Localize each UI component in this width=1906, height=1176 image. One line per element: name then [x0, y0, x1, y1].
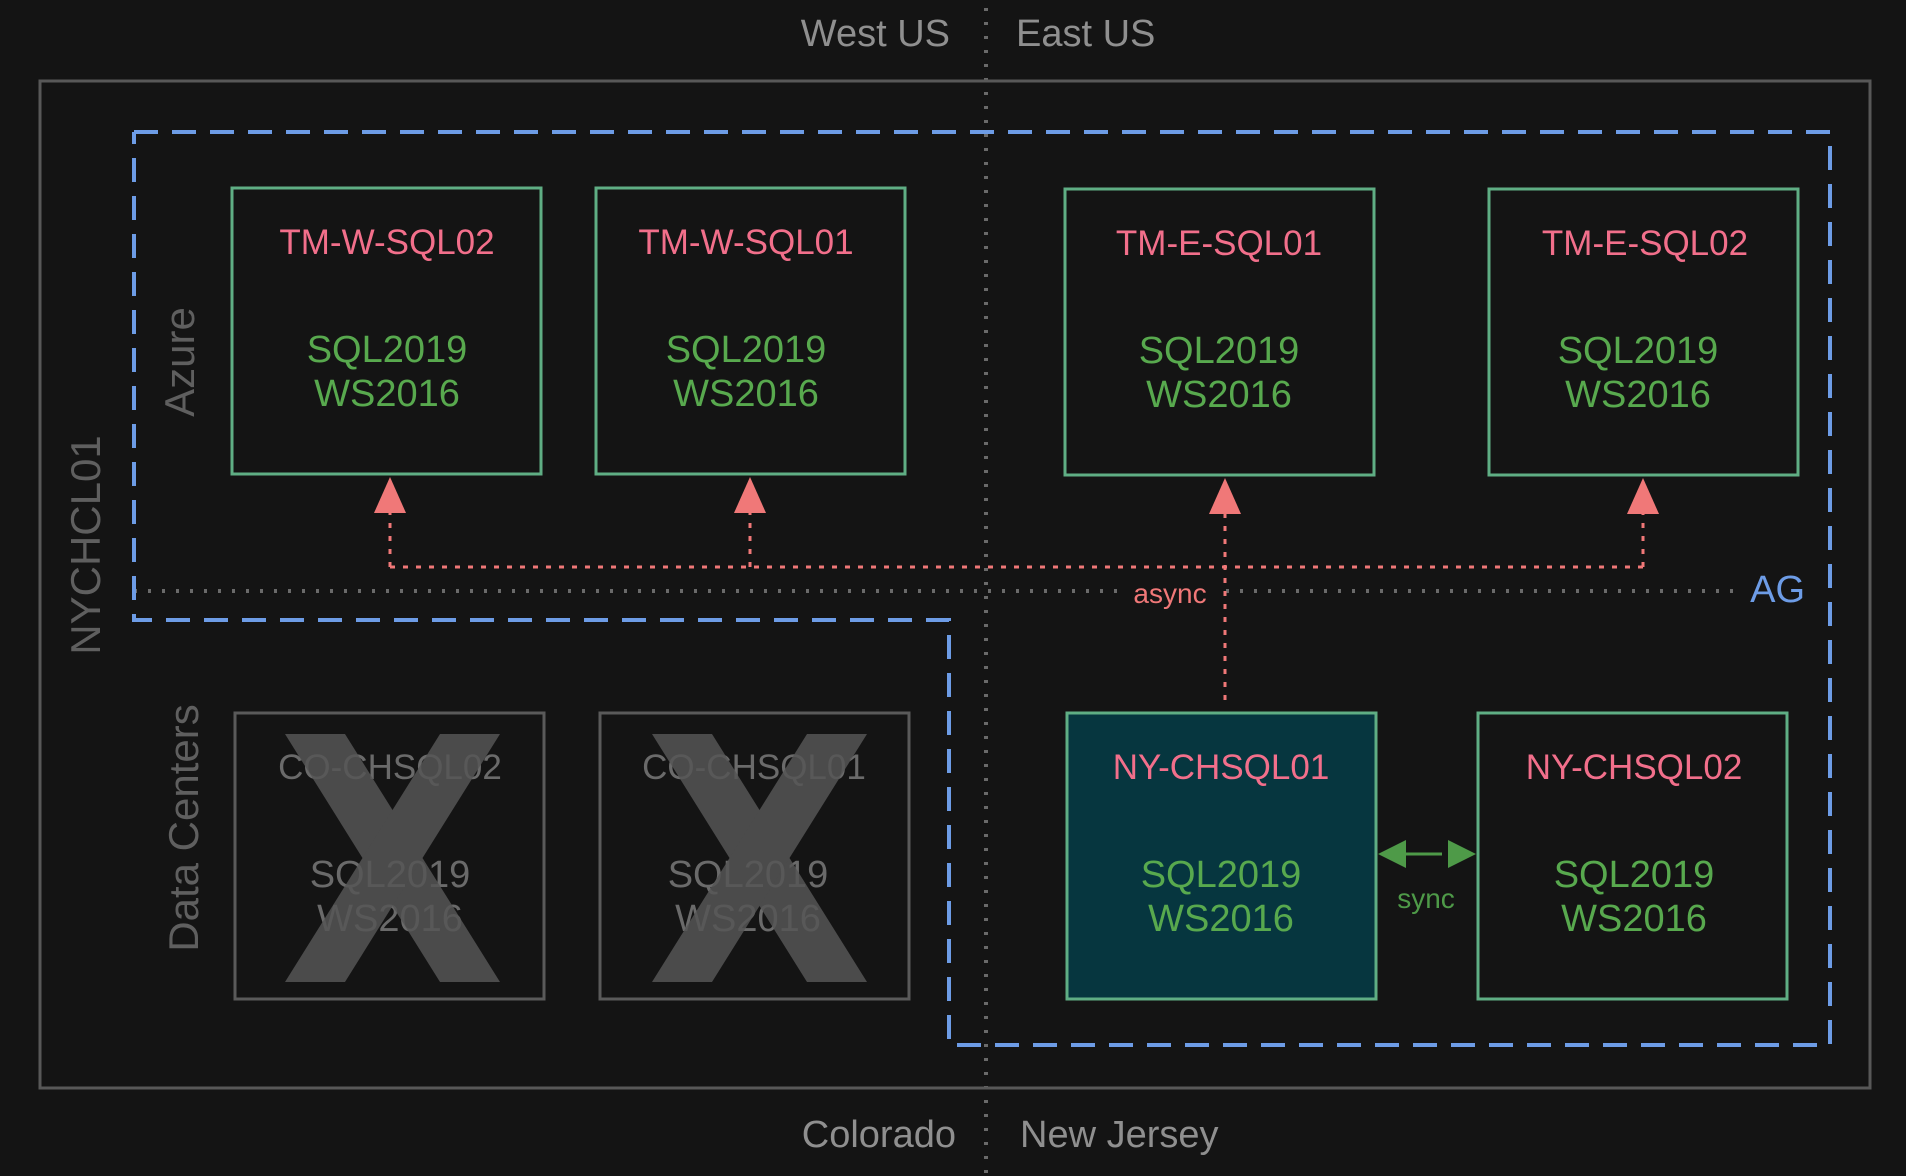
offline-x-icon — [285, 734, 500, 982]
sync-arrowhead-left — [1378, 840, 1406, 868]
sync-label: sync — [1397, 883, 1455, 914]
server-os-version: WS2016 — [1561, 898, 1707, 940]
server-sql-version: SQL2019 — [1139, 330, 1300, 372]
server-box-frame — [594, 186, 907, 476]
arrowhead-e01 — [1209, 478, 1241, 514]
region-label-new-jersey: New Jersey — [1020, 1114, 1219, 1156]
server-name: NY-CHSQL01 — [1113, 748, 1330, 787]
ag-boundary — [132, 130, 1832, 1047]
arrowhead-w01 — [734, 477, 766, 513]
region-label-colorado: Colorado — [802, 1114, 956, 1156]
server-box-frame — [1065, 711, 1378, 1001]
server-sql-version: SQL2019 — [1558, 330, 1719, 372]
async-arrowheads — [374, 477, 1659, 514]
server-name: TM-E-SQL01 — [1116, 224, 1322, 263]
server-name: TM-E-SQL02 — [1542, 224, 1748, 263]
server-sql-version: SQL2019 — [307, 329, 468, 371]
server-os-version: WS2016 — [314, 373, 460, 415]
server-box-primary[interactable]: NY-CHSQL01 SQL2019 WS2016 — [1065, 711, 1378, 1001]
server-os-version: WS2016 — [1148, 898, 1294, 940]
server-box[interactable]: NY-CHSQL02 SQL2019 WS2016 — [1476, 711, 1789, 1001]
server-box-offline[interactable]: CO-CHSQL02 SQL2019 WS2016 — [233, 711, 546, 1001]
server-os-version: WS2016 — [673, 373, 819, 415]
server-box-offline[interactable]: CO-CHSQL01 SQL2019 WS2016 — [598, 711, 911, 1001]
arrowhead-w02 — [374, 477, 406, 513]
ag-label: AG — [1750, 569, 1805, 611]
server-box[interactable]: TM-W-SQL01 SQL2019 WS2016 — [594, 186, 907, 476]
sync-arrowhead-right — [1448, 840, 1476, 868]
server-box[interactable]: TM-E-SQL01 SQL2019 WS2016 — [1063, 187, 1376, 477]
async-links — [388, 510, 1645, 700]
zone-label-data-centers: Data Centers — [160, 704, 207, 951]
offline-x-icon — [652, 734, 867, 982]
async-label: async — [1133, 578, 1206, 609]
server-sql-version: SQL2019 — [1554, 854, 1715, 896]
server-name: TM-W-SQL01 — [638, 223, 853, 262]
server-box[interactable]: TM-E-SQL02 SQL2019 WS2016 — [1487, 187, 1800, 477]
server-box-frame — [233, 711, 546, 1001]
arrowhead-e02 — [1627, 478, 1659, 514]
server-sql-version: SQL2019 — [666, 329, 827, 371]
zone-label-azure: Azure — [156, 307, 203, 417]
server-name: NY-CHSQL02 — [1526, 748, 1743, 787]
server-box-frame — [230, 186, 543, 476]
server-os-version: WS2016 — [1146, 374, 1292, 416]
region-label-west: West US — [801, 13, 950, 55]
server-sql-version: SQL2019 — [1141, 854, 1302, 896]
server-box-frame — [1487, 187, 1800, 477]
cluster-label: NYCHCL01 — [62, 435, 109, 654]
server-box-frame — [1476, 711, 1789, 1001]
server-name: TM-W-SQL02 — [279, 223, 494, 262]
server-box-frame — [1063, 187, 1376, 477]
server-os-version: WS2016 — [1565, 374, 1711, 416]
server-box[interactable]: TM-W-SQL02 SQL2019 WS2016 — [230, 186, 543, 476]
region-label-east: East US — [1016, 13, 1155, 55]
cluster-boundary — [38, 79, 1872, 1090]
